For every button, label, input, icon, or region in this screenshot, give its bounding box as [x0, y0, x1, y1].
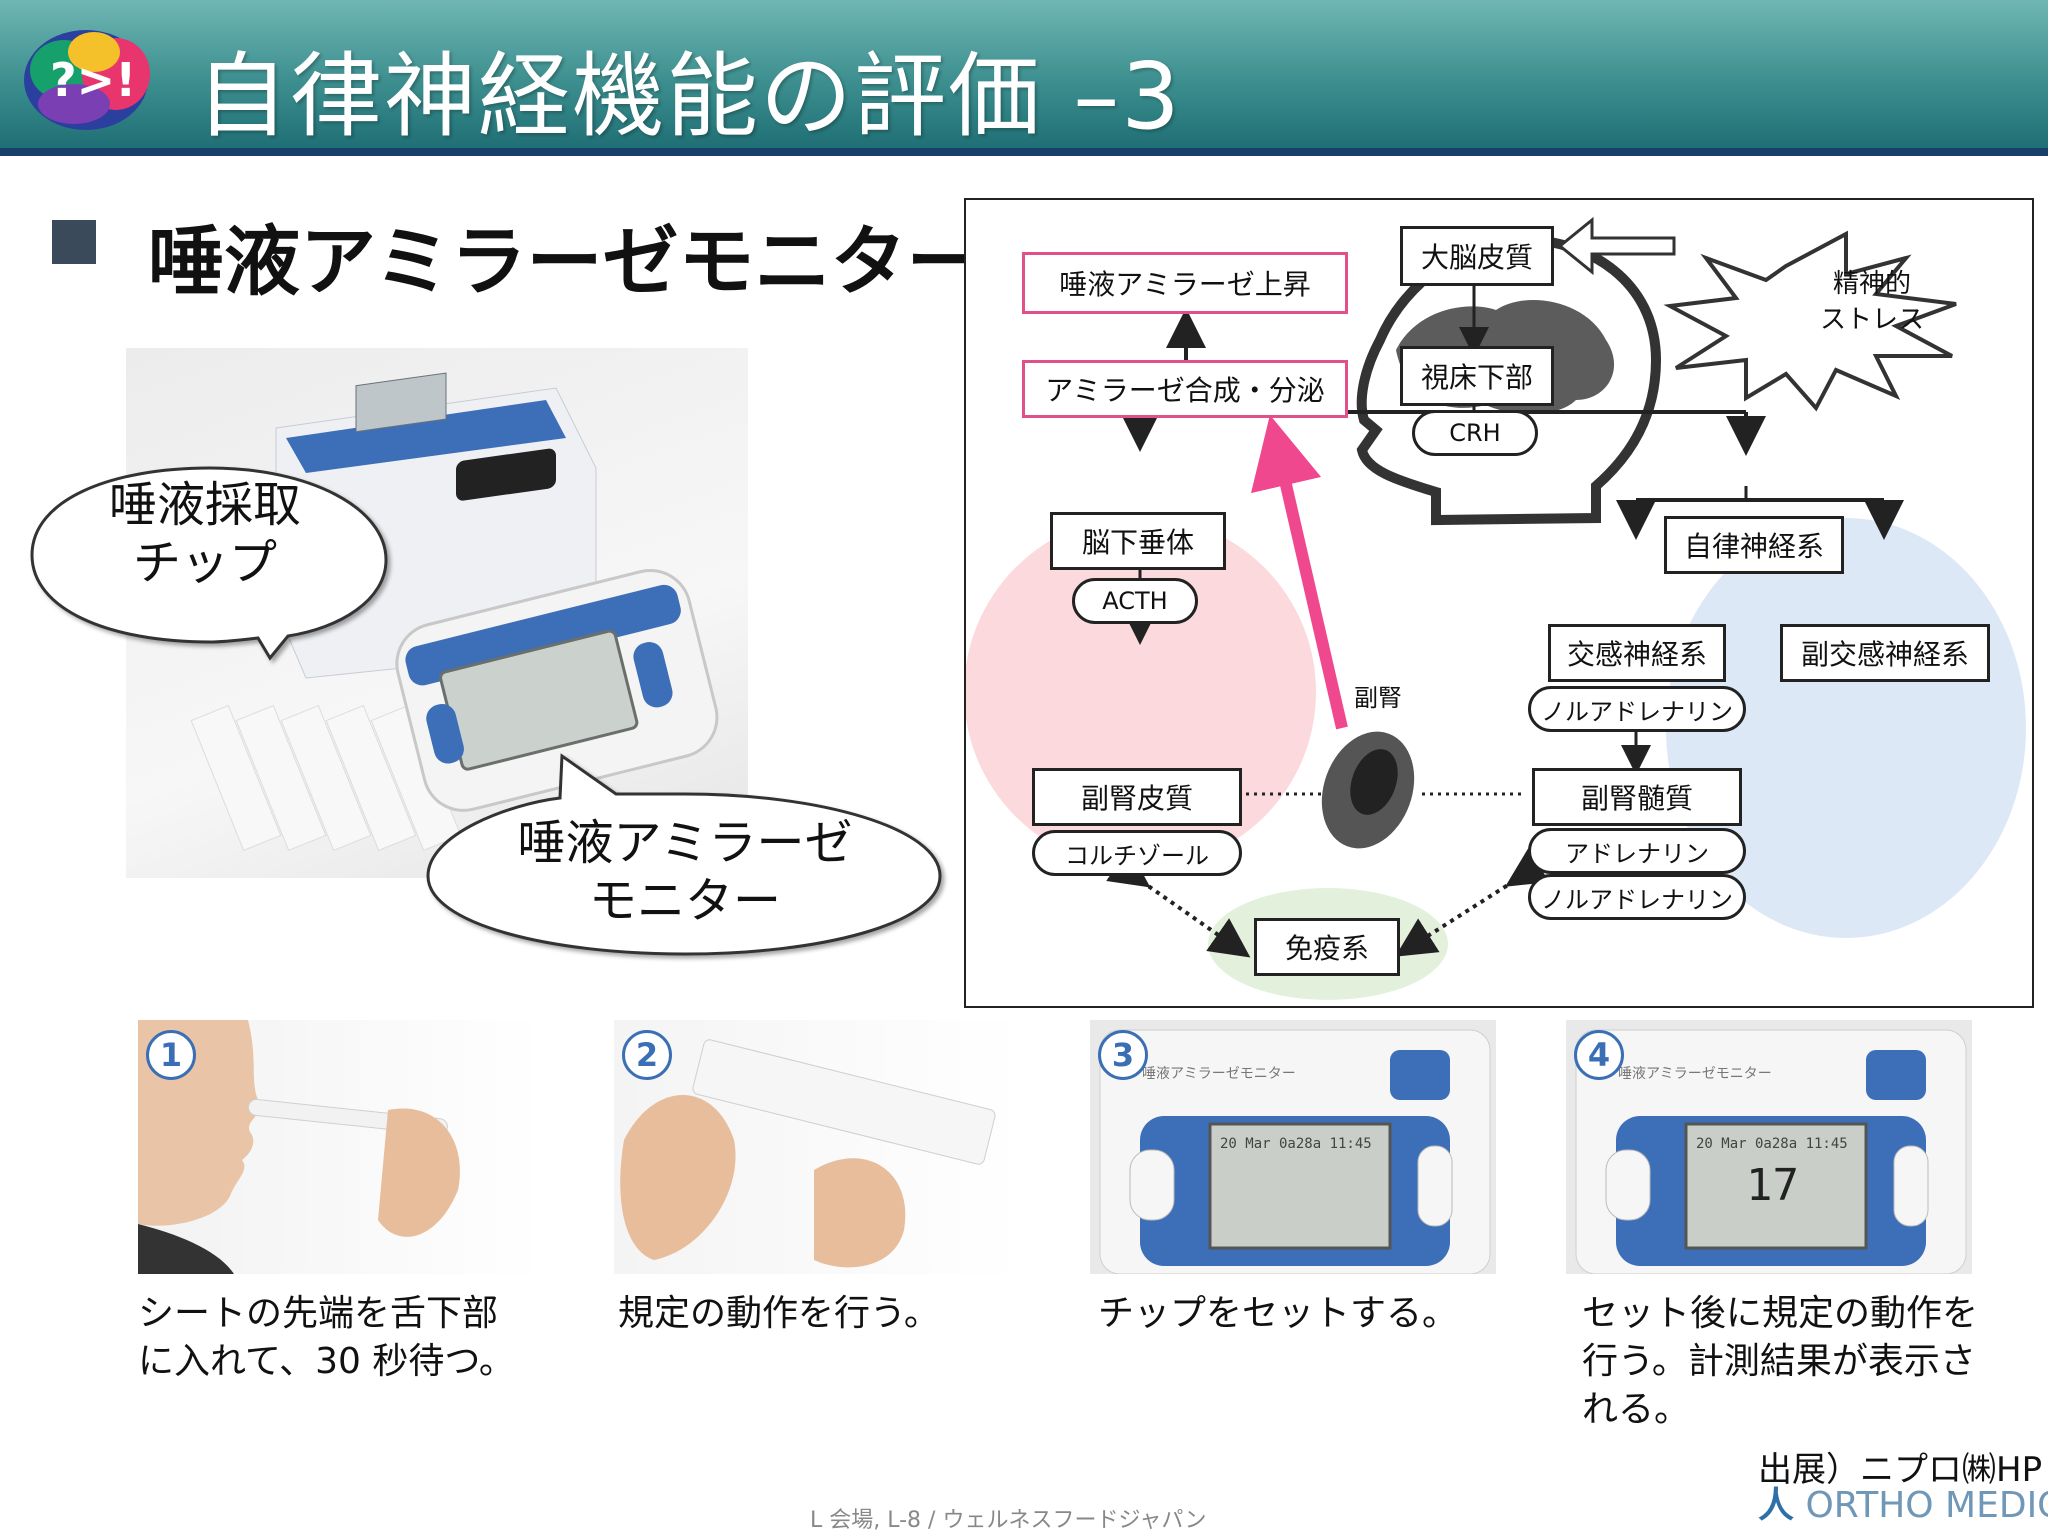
brand-text: ORTHO MEDICO [1805, 1485, 2048, 1526]
bubble-monitor-line2: モニター [588, 873, 781, 929]
step2-caption-line1: 規定の動作を行う。 [618, 1293, 940, 1334]
step1-illustration [138, 1020, 460, 1274]
step4-lcd: 20 Mar 0a28a 11:45 [1696, 1136, 1848, 1152]
step-number-4: 4 [1574, 1030, 1624, 1080]
pill-noradrenaline2: ノルアドレナリン [1528, 874, 1746, 920]
sam-region [1666, 518, 2026, 938]
step4-reading: 17 [1746, 1160, 1799, 1211]
box-amylase-up: 唾液アミラーゼ上昇 [1022, 252, 1348, 314]
box-adrenal-cortex: 副腎皮質 [1032, 768, 1242, 826]
box-sympathetic: 交感神経系 [1548, 624, 1726, 682]
box-autonomic: 自律神経系 [1664, 516, 1844, 574]
brand-mark-icon: 人 [1758, 1485, 1795, 1526]
stress-text: 精神的 ストレス [1802, 266, 1942, 338]
bubble-monitor-text: 唾液アミラーゼ モニター [470, 814, 900, 930]
brand-logo: 人 ORTHO MEDICO [1758, 1476, 2048, 1528]
bubble-chip [30, 466, 388, 661]
step4-caption-line1: セット後に規定の動作を [1582, 1293, 1979, 1334]
step4-caption-line3: れる。 [1582, 1389, 1691, 1430]
step4-illustration: 唾液アミラーゼモニター 20 Mar 0a28a 11:45 17 [1575, 1029, 1967, 1274]
bubble-chip-line1: 唾液採取 [108, 477, 301, 533]
device-photo [126, 348, 748, 878]
stress-pathway-diagram: 大脳皮質 視床下部 CRH 唾液アミラーゼ上昇 アミラーゼ合成・分泌 精神的 ス… [964, 198, 2034, 1008]
step3-device-label: 唾液アミラーゼモニター [1142, 1066, 1296, 1082]
step4-device-label: 唾液アミラーゼモニター [1618, 1066, 1772, 1082]
pink-feedback-arrow [1250, 414, 1348, 730]
box-adrenal-medulla: 副腎髄質 [1532, 768, 1742, 826]
step-number-3: 3 [1098, 1030, 1148, 1080]
step-number-1: 1 [146, 1030, 196, 1080]
bubble-monitor [426, 753, 942, 956]
step-photo-2: 2 [614, 1020, 1020, 1274]
bullet-square [52, 220, 96, 264]
stress-arrow [1557, 216, 1676, 276]
step4-caption-line2: 行う。計測結果が表示さ [1582, 1341, 1976, 1382]
step-caption-1: シートの先端を舌下部 に入れて、30 秒待つ。 [138, 1290, 515, 1386]
pill-noradrenaline1: ノルアドレナリン [1528, 686, 1746, 732]
bubble-chip-text: 唾液採取 チップ [90, 476, 320, 592]
header-bar [0, 0, 2048, 148]
box-cortex: 大脳皮質 [1400, 226, 1554, 286]
device-illustration [190, 372, 719, 852]
page-title: 自律神経機能の評価 –3 [196, 43, 1182, 150]
label-adrenal: 副腎 [1354, 684, 1402, 712]
step3-illustration: 唾液アミラーゼモニター 20 Mar 0a28a 11:45 [1099, 1029, 1491, 1274]
step3-caption-line1: チップをセットする。 [1098, 1293, 1459, 1334]
section-subtitle: 唾液アミラーゼモニター [148, 217, 983, 306]
stress-line1: 精神的 [1832, 269, 1911, 299]
pill-acth: ACTH [1072, 578, 1198, 624]
step3-lcd: 20 Mar 0a28a 11:45 [1220, 1136, 1372, 1152]
box-pituitary: 脳下垂体 [1050, 512, 1226, 570]
step-photo-4: 唾液アミラーゼモニター 20 Mar 0a28a 11:45 17 4 [1566, 1020, 1972, 1274]
step-caption-4: セット後に規定の動作を 行う。計測結果が表示さ れる。 [1582, 1290, 1978, 1434]
bubble-monitor-line1: 唾液アミラーゼ [517, 815, 853, 871]
step1-caption-line1: シートの先端を舌下部 [138, 1293, 499, 1334]
header-underline [0, 148, 2048, 156]
box-hypothalamus: 視床下部 [1400, 346, 1554, 406]
box-parasympathetic: 副交感神経系 [1780, 624, 1990, 682]
pill-crh: CRH [1412, 410, 1538, 456]
source-credit: 出展）ニプロ㈱HP [1758, 1450, 2043, 1490]
step-photo-3: 唾液アミラーゼモニター 20 Mar 0a28a 11:45 3 [1090, 1020, 1496, 1274]
pill-cortisol: コルチゾール [1032, 830, 1242, 876]
step-number-2: 2 [622, 1030, 672, 1080]
step-caption-2: 規定の動作を行う。 [618, 1290, 940, 1338]
step1-caption-line2: に入れて、30 秒待つ。 [138, 1341, 515, 1382]
pill-adrenaline: アドレナリン [1528, 828, 1746, 874]
box-immune: 免疫系 [1254, 918, 1400, 976]
footer-text: L 会場, L-8 / ウェルネスフードジャパン [810, 1508, 1207, 1533]
step2-illustration [620, 1039, 996, 1268]
logo-icon: ?>! [24, 30, 150, 130]
stress-line2: ストレス [1819, 305, 1924, 335]
box-amylase-secretion: アミラーゼ合成・分泌 [1022, 360, 1348, 418]
step-caption-3: チップをセットする。 [1098, 1290, 1458, 1338]
step-photo-1: 1 [138, 1020, 544, 1274]
logo-text: ?>! [50, 53, 136, 107]
stress-starburst [1663, 230, 1957, 412]
bubble-chip-line2: チップ [132, 535, 277, 591]
